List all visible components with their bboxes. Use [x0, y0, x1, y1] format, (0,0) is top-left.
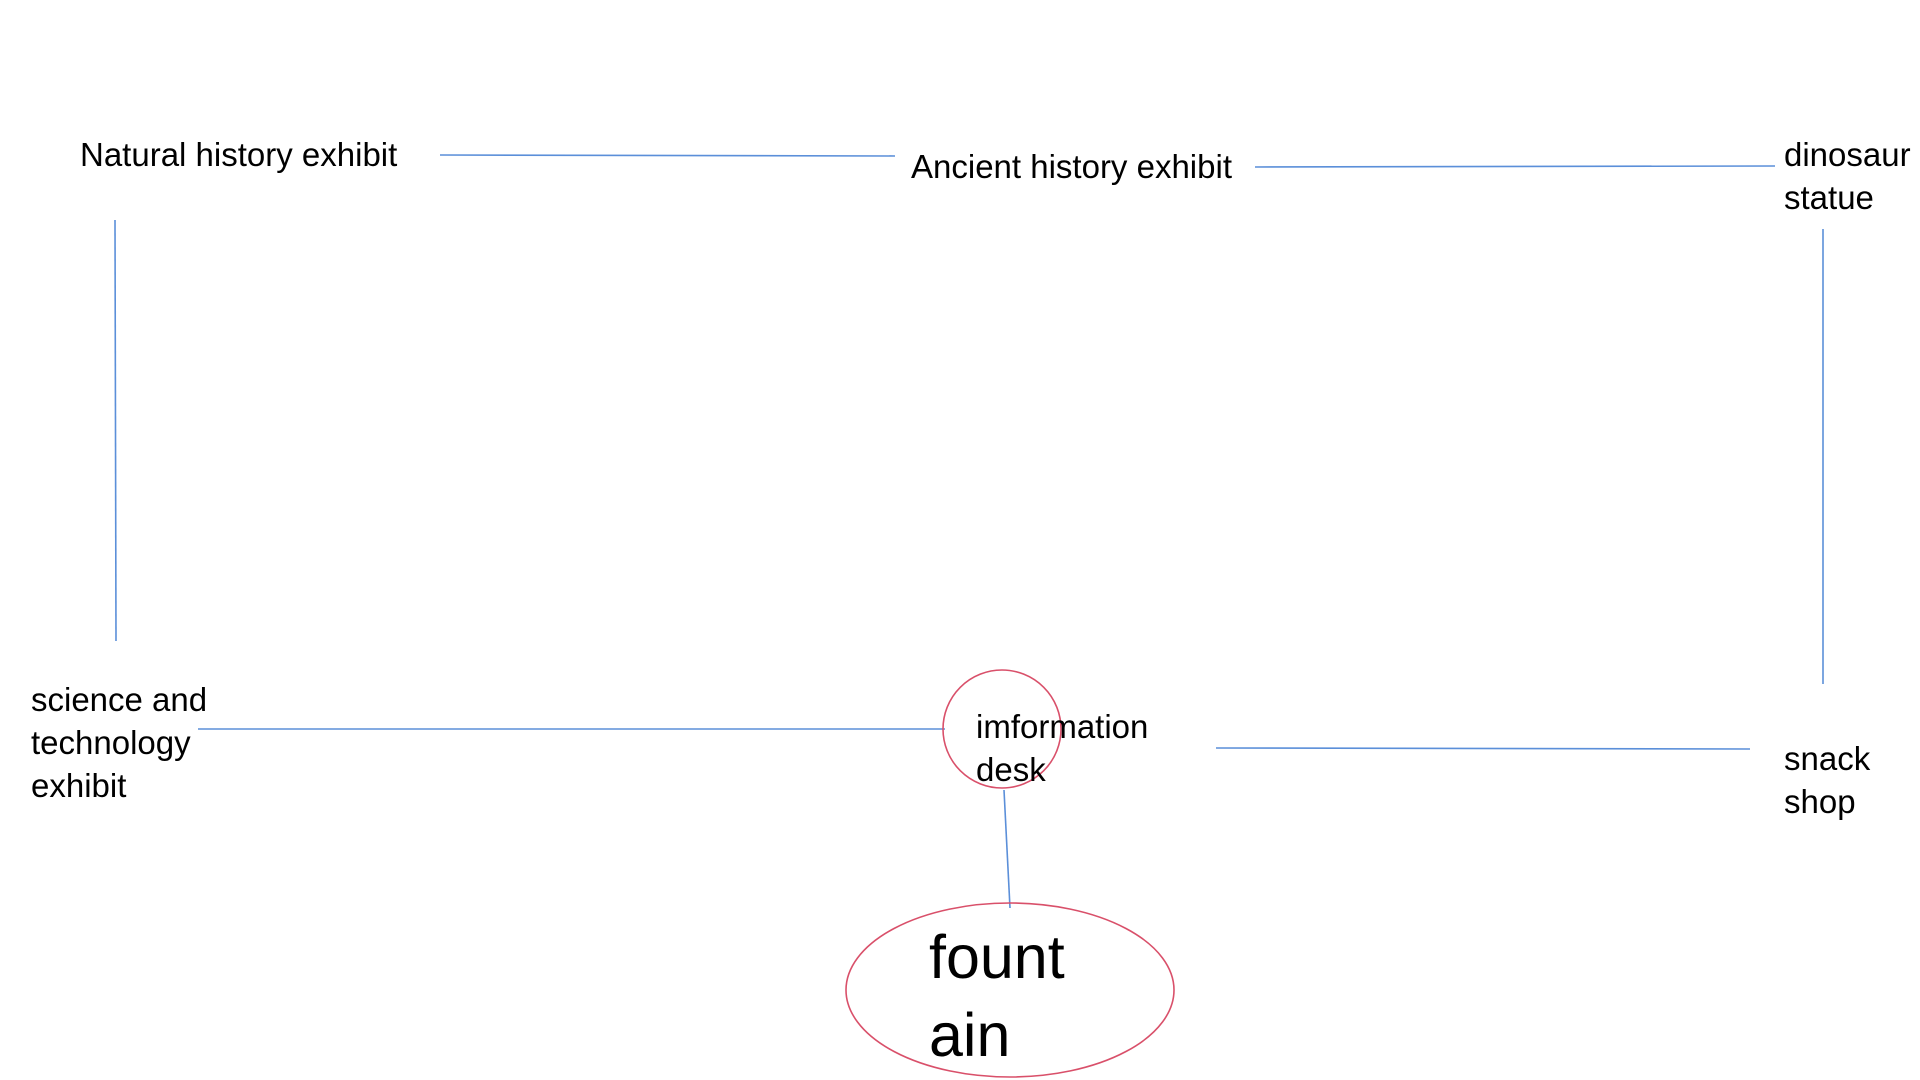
connector-info-to-fountain: [1003, 789, 1011, 909]
connector-natural-to-ancient: [439, 154, 896, 157]
node-fountain: fount ain: [929, 923, 1065, 1069]
node-natural-history-exhibit: Natural history exhibit: [80, 136, 398, 173]
information-desk-circle: [942, 669, 1062, 789]
node-ancient-history-exhibit: Ancient history exhibit: [911, 148, 1232, 185]
node-science-technology-exhibit: science and technology exhibit: [31, 681, 208, 804]
connectors: [114, 154, 1824, 909]
connector-natural-to-science: [114, 219, 117, 642]
connector-ancient-to-dinosaur: [1254, 165, 1776, 168]
highlights: [845, 669, 1175, 1078]
fountain-ellipse: [845, 902, 1175, 1078]
node-dinosaur-statue: dinosaur statue: [1784, 136, 1911, 216]
node-snack-shop: snack shop: [1784, 740, 1871, 820]
connector-info-to-snack: [1215, 747, 1751, 750]
node-information-desk: imformation desk: [976, 708, 1149, 788]
